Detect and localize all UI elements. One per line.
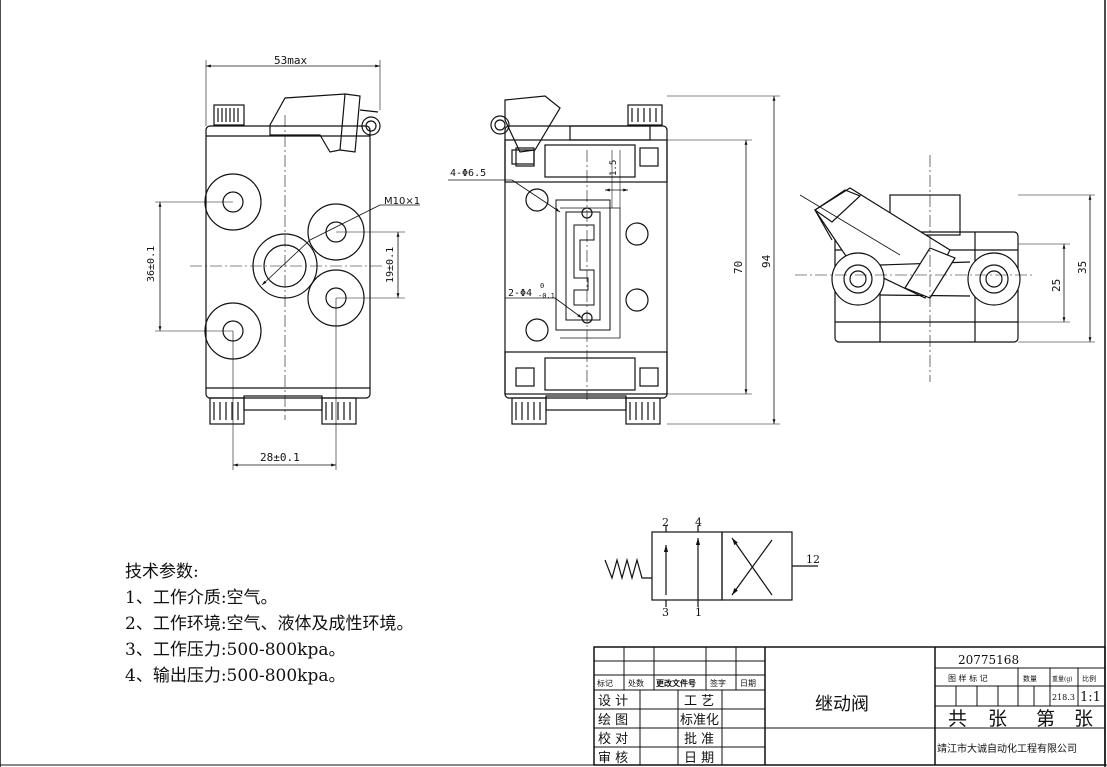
spec-line-2: 2、工作环境:空气、液体及成性环境。 [125, 614, 414, 634]
dim-2-phi4: 2-Φ4 [508, 288, 532, 299]
dim-tol-top: 0 [540, 282, 544, 290]
title-block [593, 646, 1106, 766]
dim-70: 70 [732, 261, 745, 274]
hdr-sign: 签字 [710, 678, 726, 688]
label-drawing: 绘 图 [598, 713, 628, 728]
dim-4-phi6-5: 4-Φ6.5 [450, 168, 486, 179]
dim-m10: M10×1 [384, 196, 420, 207]
scale-value: 1:1 [1080, 690, 1101, 705]
dim-35: 35 [1076, 261, 1089, 274]
dim-25: 25 [1050, 279, 1063, 292]
weight-label: 重量(g) [1052, 675, 1073, 683]
valve-symbol [604, 525, 818, 607]
hdr-mark: 标记 [597, 678, 613, 688]
label-standard: 标准化 [680, 713, 719, 728]
dim-36: 36±0.1 [146, 246, 157, 282]
part-name: 继动阀 [815, 694, 869, 715]
drawing-number: 20775168 [958, 653, 1019, 667]
spec-line-4: 4、输出压力:500-800kpa。 [125, 666, 346, 686]
dim-tol-bottom: -0.1 [538, 292, 555, 300]
label-review: 审 核 [598, 751, 628, 766]
quantity-label: 数量 [1023, 674, 1037, 683]
dim-19: 19±0.1 [385, 247, 396, 283]
top-view [795, 155, 1095, 382]
port-3: 3 [662, 606, 669, 619]
label-check: 校 对 [598, 731, 628, 747]
dim-28: 28±0.1 [260, 451, 300, 464]
label-design: 设 计 [598, 694, 628, 709]
label-date: 日 期 [684, 751, 714, 766]
hdr-docno: 更改文件号 [656, 678, 696, 688]
dim-94: 94 [760, 254, 773, 268]
hdr-count: 处数 [628, 678, 644, 688]
page-label: 第 [1036, 708, 1055, 730]
company-name: 靖江市大诚自动化工程有限公司 [937, 742, 1077, 755]
spec-line-3: 3、工作压力:500-800kpa。 [125, 640, 346, 660]
sample-mark-label: 图 样 标 记 [948, 673, 988, 683]
total-label: 共 [948, 708, 967, 730]
sheet-label-2: 张 [1074, 708, 1093, 730]
port-12: 12 [806, 553, 820, 566]
label-approve: 批 准 [684, 732, 714, 747]
sheet-label-1: 张 [988, 708, 1007, 730]
port-4: 4 [695, 516, 702, 529]
specs-title: 技术参数: [125, 562, 199, 582]
port-1: 1 [695, 606, 702, 619]
label-process: 工 艺 [684, 694, 714, 709]
dim-1-5: 1.5 [609, 160, 619, 176]
side-view [448, 95, 780, 425]
spec-line-1: 1、工作介质:空气。 [125, 588, 278, 608]
dim-53max: 53max [274, 54, 307, 67]
weight-value: 218.3 [1052, 693, 1075, 702]
front-view [155, 60, 420, 470]
hdr-date: 日期 [740, 679, 756, 688]
scale-label: 比例 [1082, 674, 1096, 683]
port-2: 2 [662, 516, 669, 529]
